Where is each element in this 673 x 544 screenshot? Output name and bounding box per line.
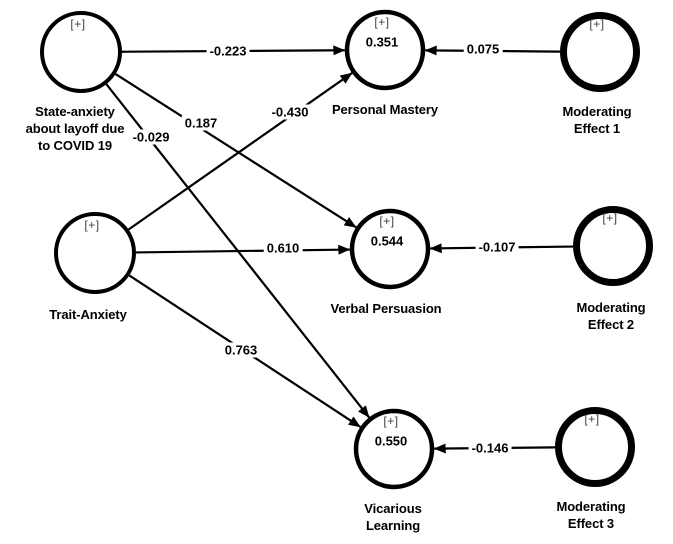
path-coefficient-label: 0.610: [263, 240, 303, 256]
node-label-trait-anxiety: Trait-Anxiety: [49, 307, 127, 322]
expand-indicators-badge[interactable]: [+]: [84, 218, 100, 232]
path-arrow-state-anxiety-to-verbal-persuasion: [114, 73, 357, 229]
path-arrow-trait-anxiety-to-verbal-persuasion: [135, 244, 351, 255]
node-label-verbal-persuasion: Verbal Persuasion: [330, 301, 442, 316]
node-circle-trait-anxiety[interactable]: [54, 212, 136, 294]
expand-indicators-badge[interactable]: [+]: [70, 17, 86, 31]
node-label-personal-mastery: Personal Mastery: [331, 102, 439, 117]
node-label-moderating-effect-3: Moderating Effect 3: [556, 499, 626, 531]
expand-indicators-badge[interactable]: [+]: [379, 214, 395, 228]
path-coefficient-label: -0.223: [206, 43, 250, 59]
path-coefficient-label: -0.430: [268, 104, 312, 120]
node-circle-vicarious-learning[interactable]: [353, 408, 435, 490]
expand-indicators-badge[interactable]: [+]: [589, 17, 605, 31]
path-coefficient-label: 0.075: [463, 41, 503, 57]
expand-indicators-badge[interactable]: [+]: [383, 414, 399, 428]
path-coefficient-label: -0.146: [468, 440, 512, 456]
node-circle-verbal-persuasion[interactable]: [349, 208, 431, 290]
expand-indicators-badge[interactable]: [+]: [374, 15, 390, 29]
node-circle-moderating-effect-1[interactable]: [560, 12, 640, 92]
path-coefficient-label: -0.029: [129, 129, 173, 145]
node-label-moderating-effect-2: Moderating Effect 2: [576, 300, 646, 332]
path-coefficient-label: 0.187: [181, 115, 221, 131]
expand-indicators-badge[interactable]: [+]: [602, 211, 618, 225]
path-arrow-trait-anxiety-to-personal-mastery: [127, 72, 353, 231]
path-coefficient-label: -0.107: [475, 239, 519, 255]
r-squared-value: 0.351: [365, 34, 399, 50]
node-circle-personal-mastery[interactable]: [344, 9, 426, 91]
expand-indicators-badge[interactable]: [+]: [584, 412, 600, 426]
node-label-vicarious-learning: Vicarious Learning: [364, 501, 422, 533]
r-squared-value: 0.550: [374, 433, 408, 449]
node-circle-moderating-effect-2[interactable]: [573, 206, 653, 286]
path-coefficient-label: 0.763: [221, 342, 261, 358]
node-circle-moderating-effect-3[interactable]: [555, 407, 635, 487]
node-label-state-anxiety: State-anxiety about layoff due to COVID …: [25, 104, 125, 153]
node-label-moderating-effect-1: Moderating Effect 1: [562, 104, 632, 136]
node-circle-state-anxiety[interactable]: [40, 11, 122, 93]
r-squared-value: 0.544: [370, 233, 404, 249]
